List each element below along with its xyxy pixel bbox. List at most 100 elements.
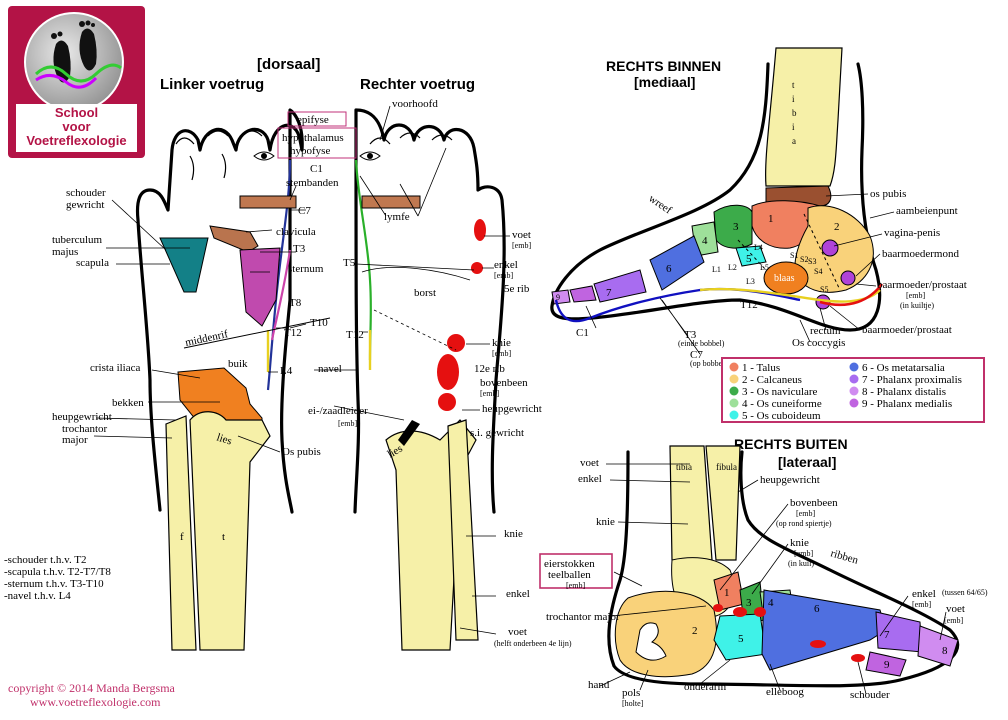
svg-text:7: 7: [884, 629, 890, 641]
svg-text:hand: hand: [588, 679, 610, 691]
svg-text:[emb]: [emb]: [566, 581, 585, 590]
si-joint-mark: [398, 420, 420, 446]
svg-text:eierstokken: eierstokken: [544, 558, 595, 570]
svg-text:gewricht: gewricht: [66, 199, 104, 211]
right-foot-outline: [353, 108, 506, 514]
svg-text:L4: L4: [754, 243, 763, 252]
svg-text:C7: C7: [690, 349, 703, 361]
svg-text:[emb]: [emb]: [912, 600, 931, 609]
svg-text:knie: knie: [596, 516, 615, 528]
svg-text:lymfe: lymfe: [384, 211, 410, 223]
title-right-foot: Rechter voetrug: [360, 76, 475, 93]
svg-text:1: 1: [724, 587, 730, 599]
svg-text:t: t: [222, 531, 225, 543]
svg-text:T10: T10: [310, 317, 328, 329]
legend-label: 3 - Os naviculare: [742, 386, 818, 398]
svg-text:(in kuiltje): (in kuiltje): [900, 301, 934, 310]
legend-swatch: [729, 386, 739, 396]
right-leg-bones: [385, 419, 479, 651]
svg-text:S4: S4: [814, 267, 822, 276]
svg-text:buik: buik: [228, 358, 248, 370]
svg-text:knie: knie: [504, 528, 523, 540]
svg-text:bovenbeen: bovenbeen: [790, 497, 838, 509]
svg-text:[emb]: [emb]: [796, 509, 815, 518]
copyright-link[interactable]: www.voetreflexologie.com: [30, 695, 161, 709]
svg-text:[holte]: [holte]: [622, 699, 644, 708]
svg-text:T3: T3: [293, 243, 306, 255]
logo-line-3: Voetreflexologie: [26, 133, 127, 148]
svg-text:sternum: sternum: [288, 263, 324, 275]
svg-text:S1: S1: [790, 251, 798, 260]
lateral-subtitle: [lateraal]: [778, 454, 836, 470]
svg-text:5: 5: [738, 633, 744, 645]
svg-text:S5: S5: [820, 285, 828, 294]
svg-text:9: 9: [556, 293, 560, 302]
svg-text:enkel: enkel: [494, 259, 518, 271]
svg-text:voet: voet: [508, 626, 527, 638]
svg-text:[emb]: [emb]: [512, 241, 531, 250]
svg-text:T3: T3: [684, 329, 697, 341]
svg-text:[emb]: [emb]: [338, 419, 357, 428]
svg-text:bovenbeen: bovenbeen: [480, 377, 528, 389]
svg-text:ei-/zaadleider: ei-/zaadleider: [308, 405, 368, 417]
svg-text:T12: T12: [284, 327, 302, 339]
svg-text:[emb]: [emb]: [494, 271, 513, 280]
svg-text:baarmoeder/prostaat: baarmoeder/prostaat: [862, 324, 952, 336]
svg-text:3: 3: [733, 221, 739, 233]
legend-label: 8 - Phalanx distalis: [862, 386, 946, 398]
school-logo[interactable]: School voor Voetreflexologie: [8, 6, 145, 158]
svg-text:knie: knie: [492, 337, 511, 349]
svg-text:i: i: [792, 94, 795, 104]
stembanden-shape-right: [361, 195, 421, 209]
svg-text:7: 7: [606, 287, 612, 299]
svg-text:vagina-penis: vagina-penis: [884, 227, 940, 239]
svg-text:C7: C7: [298, 205, 311, 217]
svg-text:ribben: ribben: [829, 547, 860, 566]
medial-subtitle: [mediaal]: [634, 74, 695, 90]
lateral-labels: tibia fibula voet enkel knie heupgewrich…: [539, 457, 988, 708]
svg-text:schouder: schouder: [66, 187, 106, 199]
svg-text:rectum: rectum: [810, 325, 841, 337]
stembanden-shape: [239, 195, 297, 209]
lateral-foot: [607, 445, 960, 688]
legend-swatch: [729, 398, 739, 408]
svg-text:Os coccygis: Os coccygis: [792, 337, 845, 349]
svg-text:t: t: [792, 80, 795, 90]
svg-text:T8: T8: [289, 297, 302, 309]
svg-text:enkel: enkel: [506, 588, 530, 600]
svg-text:(helft onderbeen 4e lijn): (helft onderbeen 4e lijn): [494, 639, 572, 648]
svg-text:9: 9: [884, 659, 890, 671]
svg-text:[emb]: [emb]: [944, 616, 963, 625]
svg-text:L2: L2: [728, 263, 737, 272]
svg-text:s.i. gewricht: s.i. gewricht: [470, 427, 524, 439]
svg-text:elleboog: elleboog: [766, 686, 804, 698]
svg-text:baarmoeder/prostaat: baarmoeder/prostaat: [877, 279, 967, 291]
svg-text:heupgewricht: heupgewricht: [482, 403, 542, 415]
red-points-right: [437, 219, 486, 411]
svg-text:-schouder t.h.v. T2: -schouder t.h.v. T2: [4, 554, 86, 566]
svg-text:blaas: blaas: [774, 273, 795, 284]
svg-text:voet: voet: [946, 603, 965, 615]
svg-text:voet: voet: [512, 229, 531, 241]
legend-label: 5 - Os cuboideum: [742, 410, 821, 422]
legend-label: 4 - Os cuneiforme: [742, 398, 822, 410]
svg-text:-sternum t.h.v. T3-T10: -sternum t.h.v. T3-T10: [4, 578, 104, 590]
svg-text:knie: knie: [790, 537, 809, 549]
svg-text:b: b: [792, 108, 797, 118]
svg-text:middenrif: middenrif: [184, 328, 229, 349]
svg-text:a: a: [792, 136, 796, 146]
svg-text:borst: borst: [414, 287, 436, 299]
dorsaal-label: [dorsaal]: [257, 56, 320, 73]
left-panel-labels: voorhoofd epifyse hypothalamus hypofyse …: [52, 98, 572, 648]
svg-text:5: 5: [746, 253, 752, 265]
svg-text:crista iliaca: crista iliaca: [90, 362, 141, 374]
svg-text:Os pubis: Os pubis: [282, 446, 321, 458]
svg-text:wreef: wreef: [646, 193, 674, 217]
legend-label: 7 - Phalanx proximalis: [862, 374, 962, 386]
svg-text:-scapula t.h.v. T2-T7/T8: -scapula t.h.v. T2-T7/T8: [4, 566, 111, 578]
logo-line-1: School: [54, 105, 99, 120]
svg-text:3: 3: [746, 597, 752, 609]
left-leg-bones: f t: [165, 411, 271, 651]
